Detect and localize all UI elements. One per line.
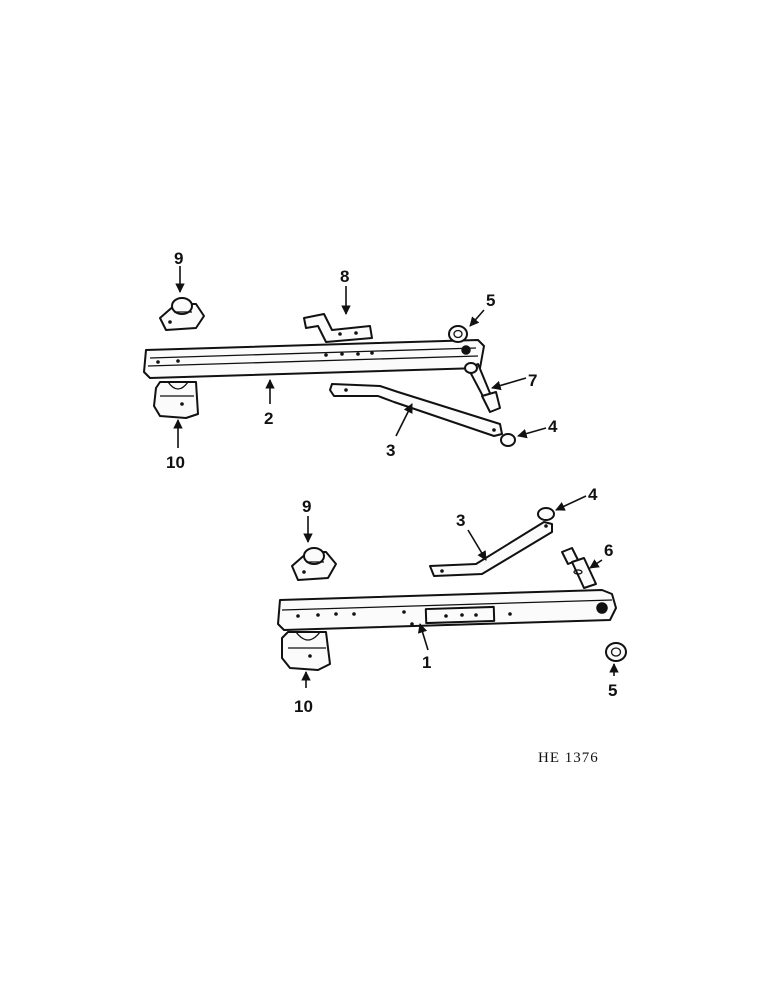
- callout-5-upper: 5: [486, 291, 495, 310]
- part-3-brace-lower: [429, 521, 553, 577]
- part-2-channel-bar: [143, 339, 485, 379]
- part-4-nut-lower: [537, 507, 555, 521]
- callout-9-lower: 9: [302, 497, 311, 516]
- part-3-brace-upper: [329, 383, 503, 437]
- callout-3-lower: 3: [456, 511, 465, 530]
- callout-10-lower: 10: [294, 697, 313, 716]
- part-4-nut-upper: [500, 433, 516, 447]
- callout-8: 8: [340, 267, 349, 286]
- part-10-saddle-upper: [153, 381, 199, 419]
- lower-assembly: 9 3 4 6 1 10 5: [277, 485, 627, 716]
- part-5-bushing-upper: [448, 325, 468, 343]
- part-1-bar: [277, 589, 617, 631]
- callout-4-upper: 4: [548, 417, 558, 436]
- figure-reference: HE 1376: [538, 750, 599, 766]
- part-10-saddle-lower: [281, 631, 331, 671]
- callout-10-upper: 10: [166, 453, 185, 472]
- part-6-pin: [561, 547, 597, 589]
- lower-callouts: 9 3 4 6 1 10 5: [294, 485, 619, 716]
- callout-2: 2: [264, 409, 273, 428]
- upper-callouts: 9 8 5 7 2 3 4 10: [166, 249, 558, 472]
- part-9-clamp-lower: [291, 547, 337, 581]
- upper-assembly: 9 8 5 7 2 3 4 10: [143, 249, 558, 472]
- callout-6: 6: [604, 541, 613, 560]
- callout-1: 1: [422, 653, 431, 672]
- part-8-bracket: [303, 313, 373, 343]
- part-7-pin: [464, 362, 501, 413]
- part-9-clamp-upper: [159, 297, 205, 331]
- callout-5-lower: 5: [608, 681, 617, 700]
- callout-7: 7: [528, 371, 537, 390]
- callout-3-upper: 3: [386, 441, 395, 460]
- callout-9-upper: 9: [174, 249, 183, 268]
- callout-4-lower: 4: [588, 485, 598, 504]
- part-5-bushing-lower: [605, 642, 627, 662]
